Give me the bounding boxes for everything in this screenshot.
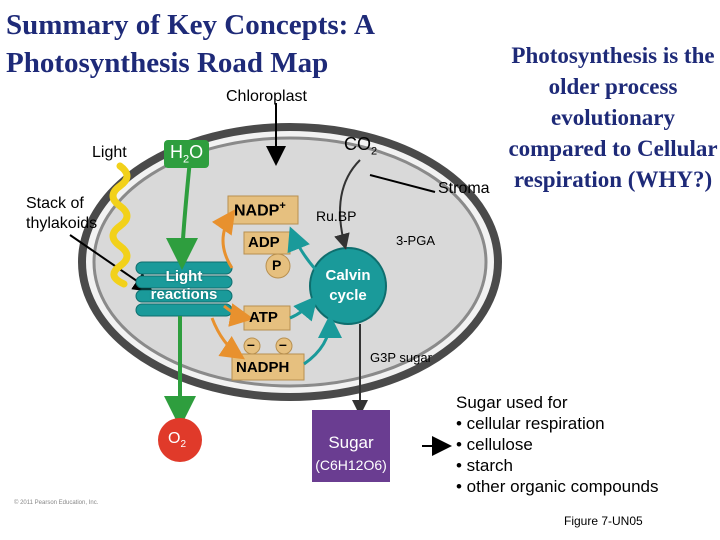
- o2-label: O2: [168, 430, 187, 451]
- nadp-return-arrow: [211, 209, 236, 269]
- nadph-arrow: [210, 317, 245, 360]
- stroma-region: [92, 136, 488, 388]
- light-wave-icon: [109, 162, 131, 288]
- calvin-to-nadp-arrow: [287, 226, 318, 271]
- sugar-uses: Sugar used for • cellular respiration • …: [456, 392, 659, 497]
- h2o-arrow: [166, 159, 199, 270]
- copyright: © 2011 Pearson Education, Inc.: [14, 500, 99, 506]
- light-label: Light: [92, 144, 127, 161]
- title-line-2: Photosynthesis Road Map: [6, 47, 329, 79]
- electron-minus-2: –: [279, 336, 287, 352]
- atp-to-calvin-arrow: [289, 295, 318, 322]
- thylakoid-stack: [135, 261, 233, 317]
- o2-circle: [158, 418, 202, 462]
- co2-label: CO2: [344, 134, 378, 158]
- g3p-label: G3P sugar: [370, 350, 432, 365]
- nadp-label: NADP+: [234, 200, 286, 220]
- sugar-uses-heading: Sugar used for: [456, 393, 568, 412]
- electron-circle-2: [275, 337, 293, 355]
- sugar-label: Sugar(C6H12O6): [315, 433, 387, 473]
- nadph-label: NADPH: [236, 359, 290, 376]
- stroma-pointer-line: [369, 174, 436, 193]
- side-note: Photosynthesis is the older process evol…: [508, 43, 718, 192]
- rubp-label: Ru.BP: [316, 208, 357, 224]
- nadph-to-calvin-arrow: [303, 314, 342, 366]
- sugar-uses-list: • cellular respiration • cellulose • sta…: [456, 413, 659, 497]
- figure-label: Figure 7-UN05: [564, 514, 643, 528]
- co2-arrow: [334, 159, 361, 250]
- sugar-box: [312, 410, 390, 482]
- sugar-use-item: • starch: [456, 456, 513, 475]
- chloroplast-label: Chloroplast: [226, 88, 307, 105]
- phosphate-circle: [265, 253, 291, 279]
- adp-label: ADP: [248, 234, 280, 251]
- sugar-use-item: • cellular respiration: [456, 414, 605, 433]
- sugar-use-item: • cellulose: [456, 435, 533, 454]
- atp-arrow: [223, 303, 254, 327]
- atp-label: ATP: [249, 309, 278, 326]
- title-line-1: Summary of Key Concepts: A: [6, 9, 375, 41]
- h2o-label: H2O: [164, 140, 210, 168]
- electron-minus-1: –: [247, 336, 255, 352]
- stroma-label: Stroma: [438, 180, 490, 197]
- pga-label: 3-PGA: [396, 233, 436, 248]
- page-title: Summary of Key Concepts: A Photosynthesi…: [6, 6, 375, 82]
- phosphate-label: P: [272, 257, 282, 273]
- sugar-use-item: • other organic compounds: [456, 477, 659, 496]
